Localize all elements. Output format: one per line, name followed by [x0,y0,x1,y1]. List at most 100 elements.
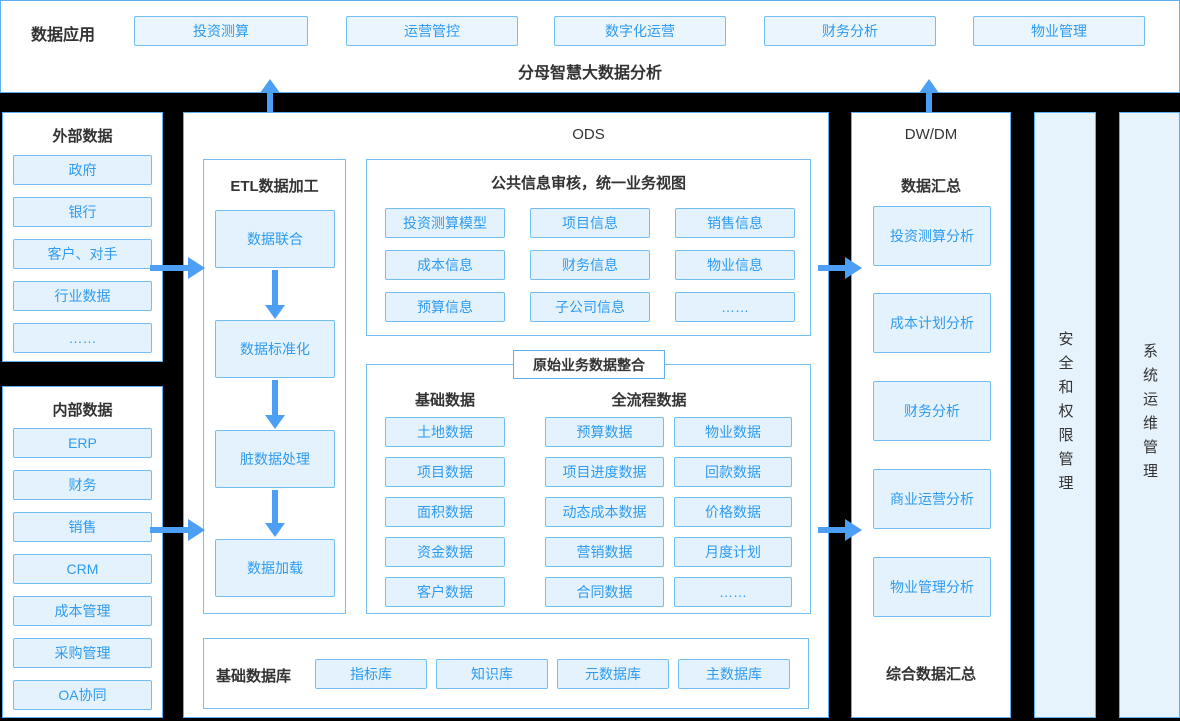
analysis-item: 投资测算分析 [873,206,991,266]
analysis-item: 商业运营分析 [873,469,991,529]
list-item: 销售 [13,512,152,542]
analysis-item-label: 投资测算分析 [890,228,974,244]
dwdm-panel: DW/DM 数据汇总 投资测算分析 成本计划分析 财务分析 商业运营分析 物业管… [851,112,1011,718]
list-item-label: 银行 [68,204,97,220]
info-item-label: 项目信息 [562,215,618,231]
list-item-label: …… [68,330,97,346]
db-item-label: 知识库 [471,666,513,682]
data-item: 项目进度数据 [545,457,664,487]
app-button[interactable]: 数字化运营 [554,16,726,46]
list-item: 银行 [13,197,152,227]
app-button-label: 投资测算 [193,23,249,39]
info-item: …… [675,292,795,322]
data-item: 动态成本数据 [545,497,664,527]
data-item-label: 合同数据 [576,584,633,600]
data-item: 回款数据 [674,457,792,487]
data-item-label: 动态成本数据 [562,504,647,520]
list-item: 采购管理 [13,638,152,668]
band-label: 数据应用 [31,27,96,44]
analysis-item-label: 财务分析 [904,403,960,419]
data-item-label: 面积数据 [417,504,473,520]
data-item-label: 月度计划 [705,544,761,560]
internal-data-panel: 内部数据 ERP 财务 销售 CRM 成本管理 采购管理 OA协同 [2,386,163,718]
db-item: 指标库 [315,659,427,689]
data-item: 合同数据 [545,577,664,607]
data-item: 土地数据 [385,417,505,447]
ods-panel: ODS ETL数据加工 数据联合 数据标准化 脏数据处理 数据加载 公共信息审核… [183,112,829,718]
diagram-title: 分母智慧大数据分析 [517,65,662,82]
raw-integration-box: 基础数据 全流程数据 土地数据 项目数据 面积数据 资金数据 客户数据 预算数据… [366,364,811,614]
data-item-label: …… [719,584,747,600]
app-button-label: 财务分析 [822,23,878,39]
analysis-item-label: 成本计划分析 [890,315,974,331]
db-item: 主数据库 [678,659,790,689]
list-item: 政府 [13,155,152,185]
list-item: ERP [13,428,152,458]
list-item: 客户、对手 [13,239,152,269]
data-item: 项目数据 [385,457,505,487]
analysis-item: 物业管理分析 [873,557,991,617]
db-item: 知识库 [436,659,548,689]
app-button[interactable]: 运营管控 [346,16,518,46]
list-item: CRM [13,554,152,584]
data-item-label: 价格数据 [705,504,761,520]
data-item-label: 预算数据 [576,424,633,440]
data-application-band: 数据应用 投资测算 运营管控 数字化运营 财务分析 物业管理 分母智慧大数据分析 [0,0,1180,93]
data-item: 营销数据 [545,537,664,567]
data-item: 资金数据 [385,537,505,567]
app-button[interactable]: 财务分析 [764,16,936,46]
external-data-panel: 外部数据 政府 银行 客户、对手 行业数据 …… [2,112,163,362]
info-item: 销售信息 [675,208,795,238]
app-button-label: 运营管控 [404,23,460,39]
base-db-box: 基础数据库 指标库 知识库 元数据库 主数据库 [203,638,809,709]
public-info-box: 公共信息审核，统一业务视图 投资测算模型 项目信息 销售信息 成本信息 财务信息… [366,159,811,336]
list-item: 财务 [13,470,152,500]
app-button-label: 物业管理 [1031,23,1087,39]
info-item-label: 成本信息 [417,257,473,273]
panel-title: ODS [572,126,605,143]
info-item: 财务信息 [530,250,650,280]
group-label: 基础数据 [414,392,475,409]
info-item-label: 财务信息 [562,257,618,273]
base-db-label: 基础数据库 [216,668,292,685]
data-item-label: 项目进度数据 [562,464,647,480]
etl-step-label: 数据加载 [247,560,303,576]
etl-step: 数据加载 [215,539,335,597]
info-item: 子公司信息 [530,292,650,322]
list-item: 行业数据 [13,281,152,311]
etl-step: 数据联合 [215,210,335,268]
raw-integration-title-label: 原始业务数据整合 [533,356,645,373]
list-item-label: 销售 [68,519,97,535]
info-item: 物业信息 [675,250,795,280]
info-item: 预算信息 [385,292,505,322]
info-item: 投资测算模型 [385,208,505,238]
info-item: 项目信息 [530,208,650,238]
app-button[interactable]: 投资测算 [134,16,308,46]
etl-step: 数据标准化 [215,320,335,378]
etl-step-label: 数据联合 [247,231,303,247]
data-item: 面积数据 [385,497,505,527]
info-item-label: 预算信息 [417,299,473,315]
app-button[interactable]: 物业管理 [973,16,1145,46]
system-ops-bar: 系统运维管理 [1119,112,1180,718]
data-item-label: 回款数据 [705,464,761,480]
db-item: 元数据库 [557,659,669,689]
list-item-label: 成本管理 [54,603,111,619]
data-item: 物业数据 [674,417,792,447]
analysis-item-label: 物业管理分析 [890,579,974,595]
analysis-item-label: 商业运营分析 [890,491,974,507]
security-permission-bar: 安全和权限管理 [1034,112,1096,718]
public-info-title: 公共信息审核，统一业务视图 [490,175,686,192]
panel-title: DW/DM [904,126,958,143]
data-item-label: 客户数据 [417,584,473,600]
db-item-label: 主数据库 [706,666,762,682]
list-item-label: 财务 [68,477,97,493]
dwdm-subtitle: 数据汇总 [900,178,961,195]
data-item: 客户数据 [385,577,505,607]
data-item: 预算数据 [545,417,664,447]
db-item-label: 指标库 [350,666,392,682]
list-item: …… [13,323,152,353]
data-item-label: 营销数据 [576,544,633,560]
db-item-label: 元数据库 [585,666,641,682]
